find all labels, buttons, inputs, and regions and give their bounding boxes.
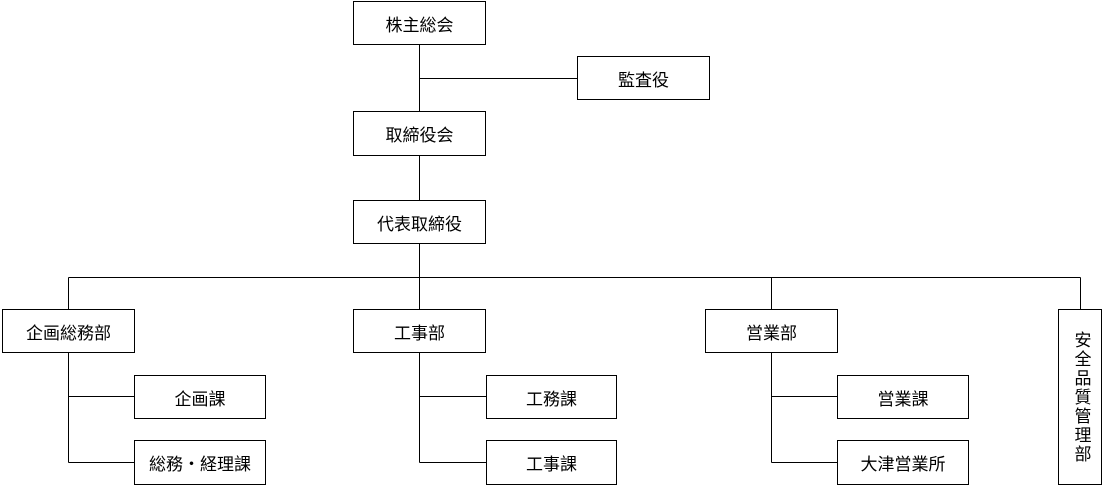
shareholders-meeting-box: 株主総会 [353, 1, 486, 45]
auditor-label: 監査役 [618, 70, 669, 91]
engineering-section-box: 工務課 [486, 375, 617, 419]
safety-quality-department-box: 安全品質管理部 [1058, 309, 1102, 485]
planning-general-department-box: 企画総務部 [2, 309, 135, 353]
shareholders-meeting-label: 株主総会 [385, 15, 454, 36]
section-label: 工事課 [526, 455, 577, 475]
planning-general-department-label: 企画総務部 [26, 323, 111, 344]
safety-quality-department-label: 安全品質管理部 [1070, 330, 1091, 464]
board-of-directors-label: 取締役会 [385, 126, 454, 146]
section-label: 企画課 [174, 389, 226, 410]
construction-section-box: 工事課 [486, 440, 617, 485]
section-label: 大津営業所 [860, 455, 946, 475]
representative-director-box: 代表取締役 [353, 200, 486, 244]
sales-section-box: 営業課 [837, 375, 969, 419]
auditor-box: 監査役 [577, 56, 710, 100]
section-label: 工務課 [526, 389, 577, 410]
board-of-directors-box: 取締役会 [353, 111, 486, 156]
construction-department-box: 工事部 [353, 309, 486, 353]
otsu-sales-office-box: 大津営業所 [837, 440, 969, 485]
construction-department-label: 工事部 [394, 323, 445, 344]
sales-department-box: 営業部 [705, 309, 838, 353]
representative-director-label: 代表取締役 [377, 214, 462, 235]
section-label: 営業課 [877, 389, 929, 410]
general-accounting-section-box: 総務・経理課 [134, 440, 266, 485]
sales-department-label: 営業部 [746, 323, 797, 344]
planning-section-box: 企画課 [134, 375, 266, 419]
section-label: 総務・経理課 [149, 455, 251, 475]
